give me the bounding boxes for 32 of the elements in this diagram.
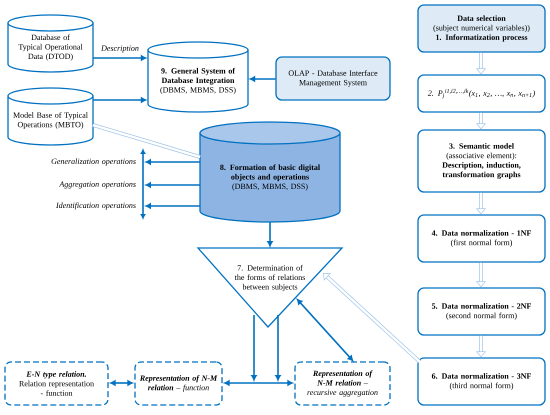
edge-label: Description [101,46,139,52]
arrow [224,380,293,386]
double-arrow-bar [140,149,146,219]
operation-label: Generalization operations [52,158,136,166]
arrow [323,273,422,364]
operation-label: Aggregation operations [58,182,136,188]
relation-box: E-N type relation. Relation representation - function [4,361,109,406]
database-cylinder: 8. Formation of basic digital objects and operations (DBMS, MBMS, DSS) [199,121,341,223]
arrow [93,97,146,103]
process-box: 2. P$_{j}$$^{i1,i2,…,ik}$(x$_{1}$, x$_{2}$, …, x$_{n}$, x$_{n+1}$) [417,74,546,113]
arrow [251,315,257,380]
process-box: 6. Data normalization - 3NF (third normal form) [417,357,546,406]
process-box: 5. Data normalization - 2NF (second normal form) [417,287,546,336]
arrow [146,159,200,165]
arrow [146,182,200,188]
arrow [93,55,146,61]
arrow [296,298,354,362]
database-cylinder: Database of Typical Operational Data (DTOD) [7,14,94,73]
process-box: 4. Data normalization - 1NF (first normal form) [417,214,546,263]
operation-label: Identification operations [56,202,136,210]
relation-box: Representation of N-M relation – function [134,361,223,406]
database-cylinder: 9. General System of Database Integration (DBMS, MBMS, DSS) [147,41,249,113]
arrow [267,222,273,246]
arrow [250,76,276,82]
process-box: Data selection (subject numerical variables)) 1. Informatization process [417,4,546,53]
database-cylinder: Model Base of Typical Operations (MBTO) [7,87,94,146]
arrow [146,203,200,209]
arrow [110,380,133,386]
arrow [275,315,281,380]
relation-box: Representation of N-M relation – recursive aggregation [294,361,391,406]
process-box: 3. Semantic model (associative element): Description, induction, transformation graphs [417,129,546,193]
process-box: OLAP - Database Interface Management System [275,56,391,101]
